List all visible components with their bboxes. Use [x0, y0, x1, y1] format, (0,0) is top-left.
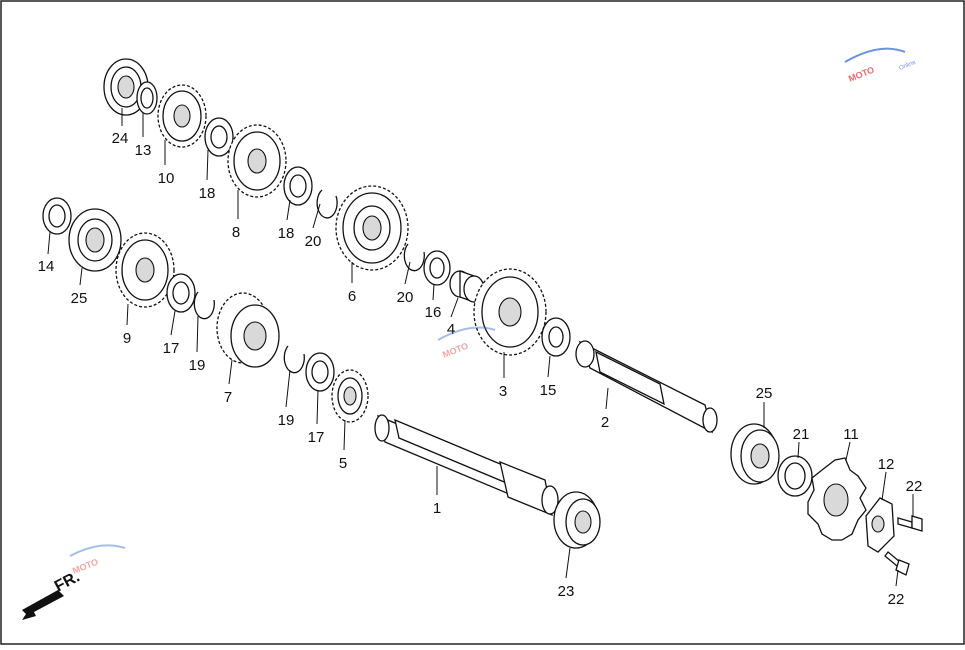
leader-lines [47, 108, 914, 587]
part-7-gear [216, 292, 280, 368]
part-16-splined-washer [423, 250, 451, 286]
callout-label-24: 24 [112, 130, 129, 147]
callout-label-1: 1 [433, 500, 441, 517]
callout-label-2: 2 [601, 414, 609, 431]
callout-label-20: 20 [397, 289, 414, 306]
callout-label-10: 10 [158, 170, 175, 187]
callout-label-19: 19 [278, 412, 295, 429]
callout-label-17: 17 [308, 429, 325, 446]
callout-label-22: 22 [906, 478, 923, 495]
callout-label-18: 18 [278, 225, 295, 242]
callout-label-15: 15 [540, 382, 557, 399]
part-21-oil-seal [777, 455, 813, 497]
callout-label-20: 20 [305, 233, 322, 250]
part-15-washer [541, 317, 571, 357]
part-19-circlip [193, 291, 215, 320]
callout-label-23: 23 [558, 583, 575, 600]
part-14-washer [42, 197, 72, 235]
callout-label-6: 6 [348, 288, 356, 305]
callout-label-19: 19 [189, 357, 206, 374]
part-5-gear [331, 369, 369, 423]
callout-label-25: 25 [71, 290, 88, 307]
part-20-circlip [316, 189, 338, 219]
callout-label-8: 8 [232, 224, 240, 241]
part-17-splined-washer-b [305, 352, 335, 392]
part-3-gear [473, 268, 547, 356]
callout-label-13: 13 [135, 142, 152, 159]
part-22-bolt-b [884, 551, 910, 576]
part-8-gear [227, 124, 287, 198]
callout-label-5: 5 [339, 455, 347, 472]
part-13-washer [136, 81, 158, 115]
part-10-gear [157, 84, 207, 148]
part-2-countershaft [575, 340, 718, 434]
callout-label-17: 17 [163, 340, 180, 357]
part-25-bearing-b [730, 423, 780, 485]
part-19-circlip-b [283, 345, 305, 374]
part-22-bolt [897, 515, 923, 532]
part-1-mainshaft [374, 414, 559, 517]
part-18-splined-washer-b [283, 166, 313, 206]
callout-label-4: 4 [447, 321, 455, 338]
part-18-splined-washer [204, 117, 234, 157]
callout-label-3: 3 [499, 383, 507, 400]
callout-label-18: 18 [199, 185, 216, 202]
callout-label-14: 14 [38, 258, 55, 275]
callout-label-9: 9 [123, 330, 131, 347]
part-23-bearing [553, 491, 601, 549]
part-25-bearing [68, 208, 122, 272]
callout-label-12: 12 [878, 456, 895, 473]
callout-label-22: 22 [888, 591, 905, 608]
part-9-gear [115, 232, 175, 308]
callout-label-16: 16 [425, 304, 442, 321]
callout-label-11: 11 [843, 426, 859, 443]
front-arrow-icon [22, 590, 64, 620]
callout-label-7: 7 [224, 389, 232, 406]
part-17-splined-washer [166, 273, 196, 313]
part-6-gear [335, 185, 409, 271]
callout-label-25: 25 [756, 385, 773, 402]
callout-label-21: 21 [793, 426, 810, 443]
part-11-drive-sprocket [807, 457, 867, 541]
part-12-fixing-plate [865, 497, 895, 553]
